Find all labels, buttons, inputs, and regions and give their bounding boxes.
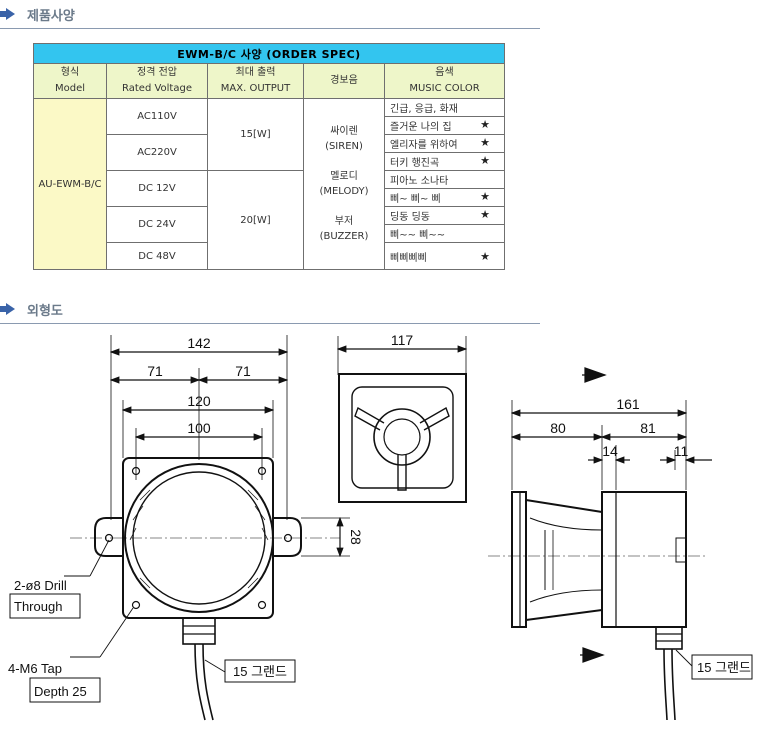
star-icon: ★ <box>480 250 490 263</box>
outline-drawing: 142 71 71 120 100 28 117 161 80 81 14 11… <box>8 332 753 721</box>
star-icon: ★ <box>480 208 490 221</box>
alarm-cell: 싸이렌 (SIREN) 멜로디 (MELODY) 부저 (BUZZER) <box>303 98 385 270</box>
music-color-item: 삐~~ 삐~~ <box>384 224 505 243</box>
dim-80: 80 <box>550 420 566 436</box>
music-color-item: 즐거운 나의 집★ <box>384 116 505 135</box>
dim-161: 161 <box>616 396 640 412</box>
divider <box>0 28 540 29</box>
section-title-spec: 제품사양 <box>27 9 75 24</box>
section-header-drawing: 외형도 <box>0 295 540 325</box>
dim-100: 100 <box>187 420 211 436</box>
music-color-item: 피아노 소나타 <box>384 170 505 189</box>
dim-71-right: 71 <box>235 363 251 379</box>
callout-tap-1: 4-M6 Tap <box>8 661 62 676</box>
callout-grand-side: 15 그랜드 <box>697 660 751 675</box>
callout-drill-2: Through <box>14 599 62 614</box>
header-alarm: 경보음 <box>303 63 385 99</box>
voltage-cell: DC 24V <box>106 206 208 243</box>
music-color-item: 엘리자를 위하여★ <box>384 134 505 153</box>
dim-11: 11 <box>674 443 689 459</box>
callout-tap-2: Depth 25 <box>34 684 87 699</box>
voltage-cell: AC110V <box>106 98 208 135</box>
dim-28: 28 <box>348 529 364 545</box>
star-icon: ★ <box>480 190 490 203</box>
dim-14: 14 <box>602 443 618 459</box>
music-color-item: 딩동 딩동★ <box>384 206 505 225</box>
arrow-right-icon <box>0 8 15 20</box>
star-icon: ★ <box>480 154 490 167</box>
music-color-item: 삐삐삐삐★ <box>384 242 505 270</box>
music-color-item: 삐~ 삐~ 삐★ <box>384 188 505 207</box>
section-title-drawing: 외형도 <box>27 304 63 319</box>
voltage-cell: DC 12V <box>106 170 208 207</box>
music-color-item: 터키 행진곡★ <box>384 152 505 171</box>
callout-grand-front: 15 그랜드 <box>233 664 287 679</box>
music-color-item: 긴급, 응급, 화재 <box>384 98 505 117</box>
divider <box>0 323 540 324</box>
dim-71-left: 71 <box>147 363 163 379</box>
output-cell: 15[W] <box>207 98 304 171</box>
spec-table-title: EWM-B/C 사양 (ORDER SPEC) <box>33 43 505 64</box>
voltage-cell: AC220V <box>106 134 208 171</box>
arrow-right-icon <box>0 303 15 315</box>
dim-81: 81 <box>640 420 656 436</box>
star-icon: ★ <box>480 136 490 149</box>
dim-120: 120 <box>187 393 211 409</box>
voltage-cell: DC 48V <box>106 242 208 270</box>
callout-drill-1: 2-ø8 Drill <box>14 578 67 593</box>
model-cell: AU-EWM-B/C <box>33 98 107 270</box>
dim-142: 142 <box>187 335 211 351</box>
section-header-spec: 제품사양 <box>0 0 540 30</box>
star-icon: ★ <box>480 118 490 131</box>
output-cell: 20[W] <box>207 170 304 270</box>
dim-117: 117 <box>391 332 414 348</box>
